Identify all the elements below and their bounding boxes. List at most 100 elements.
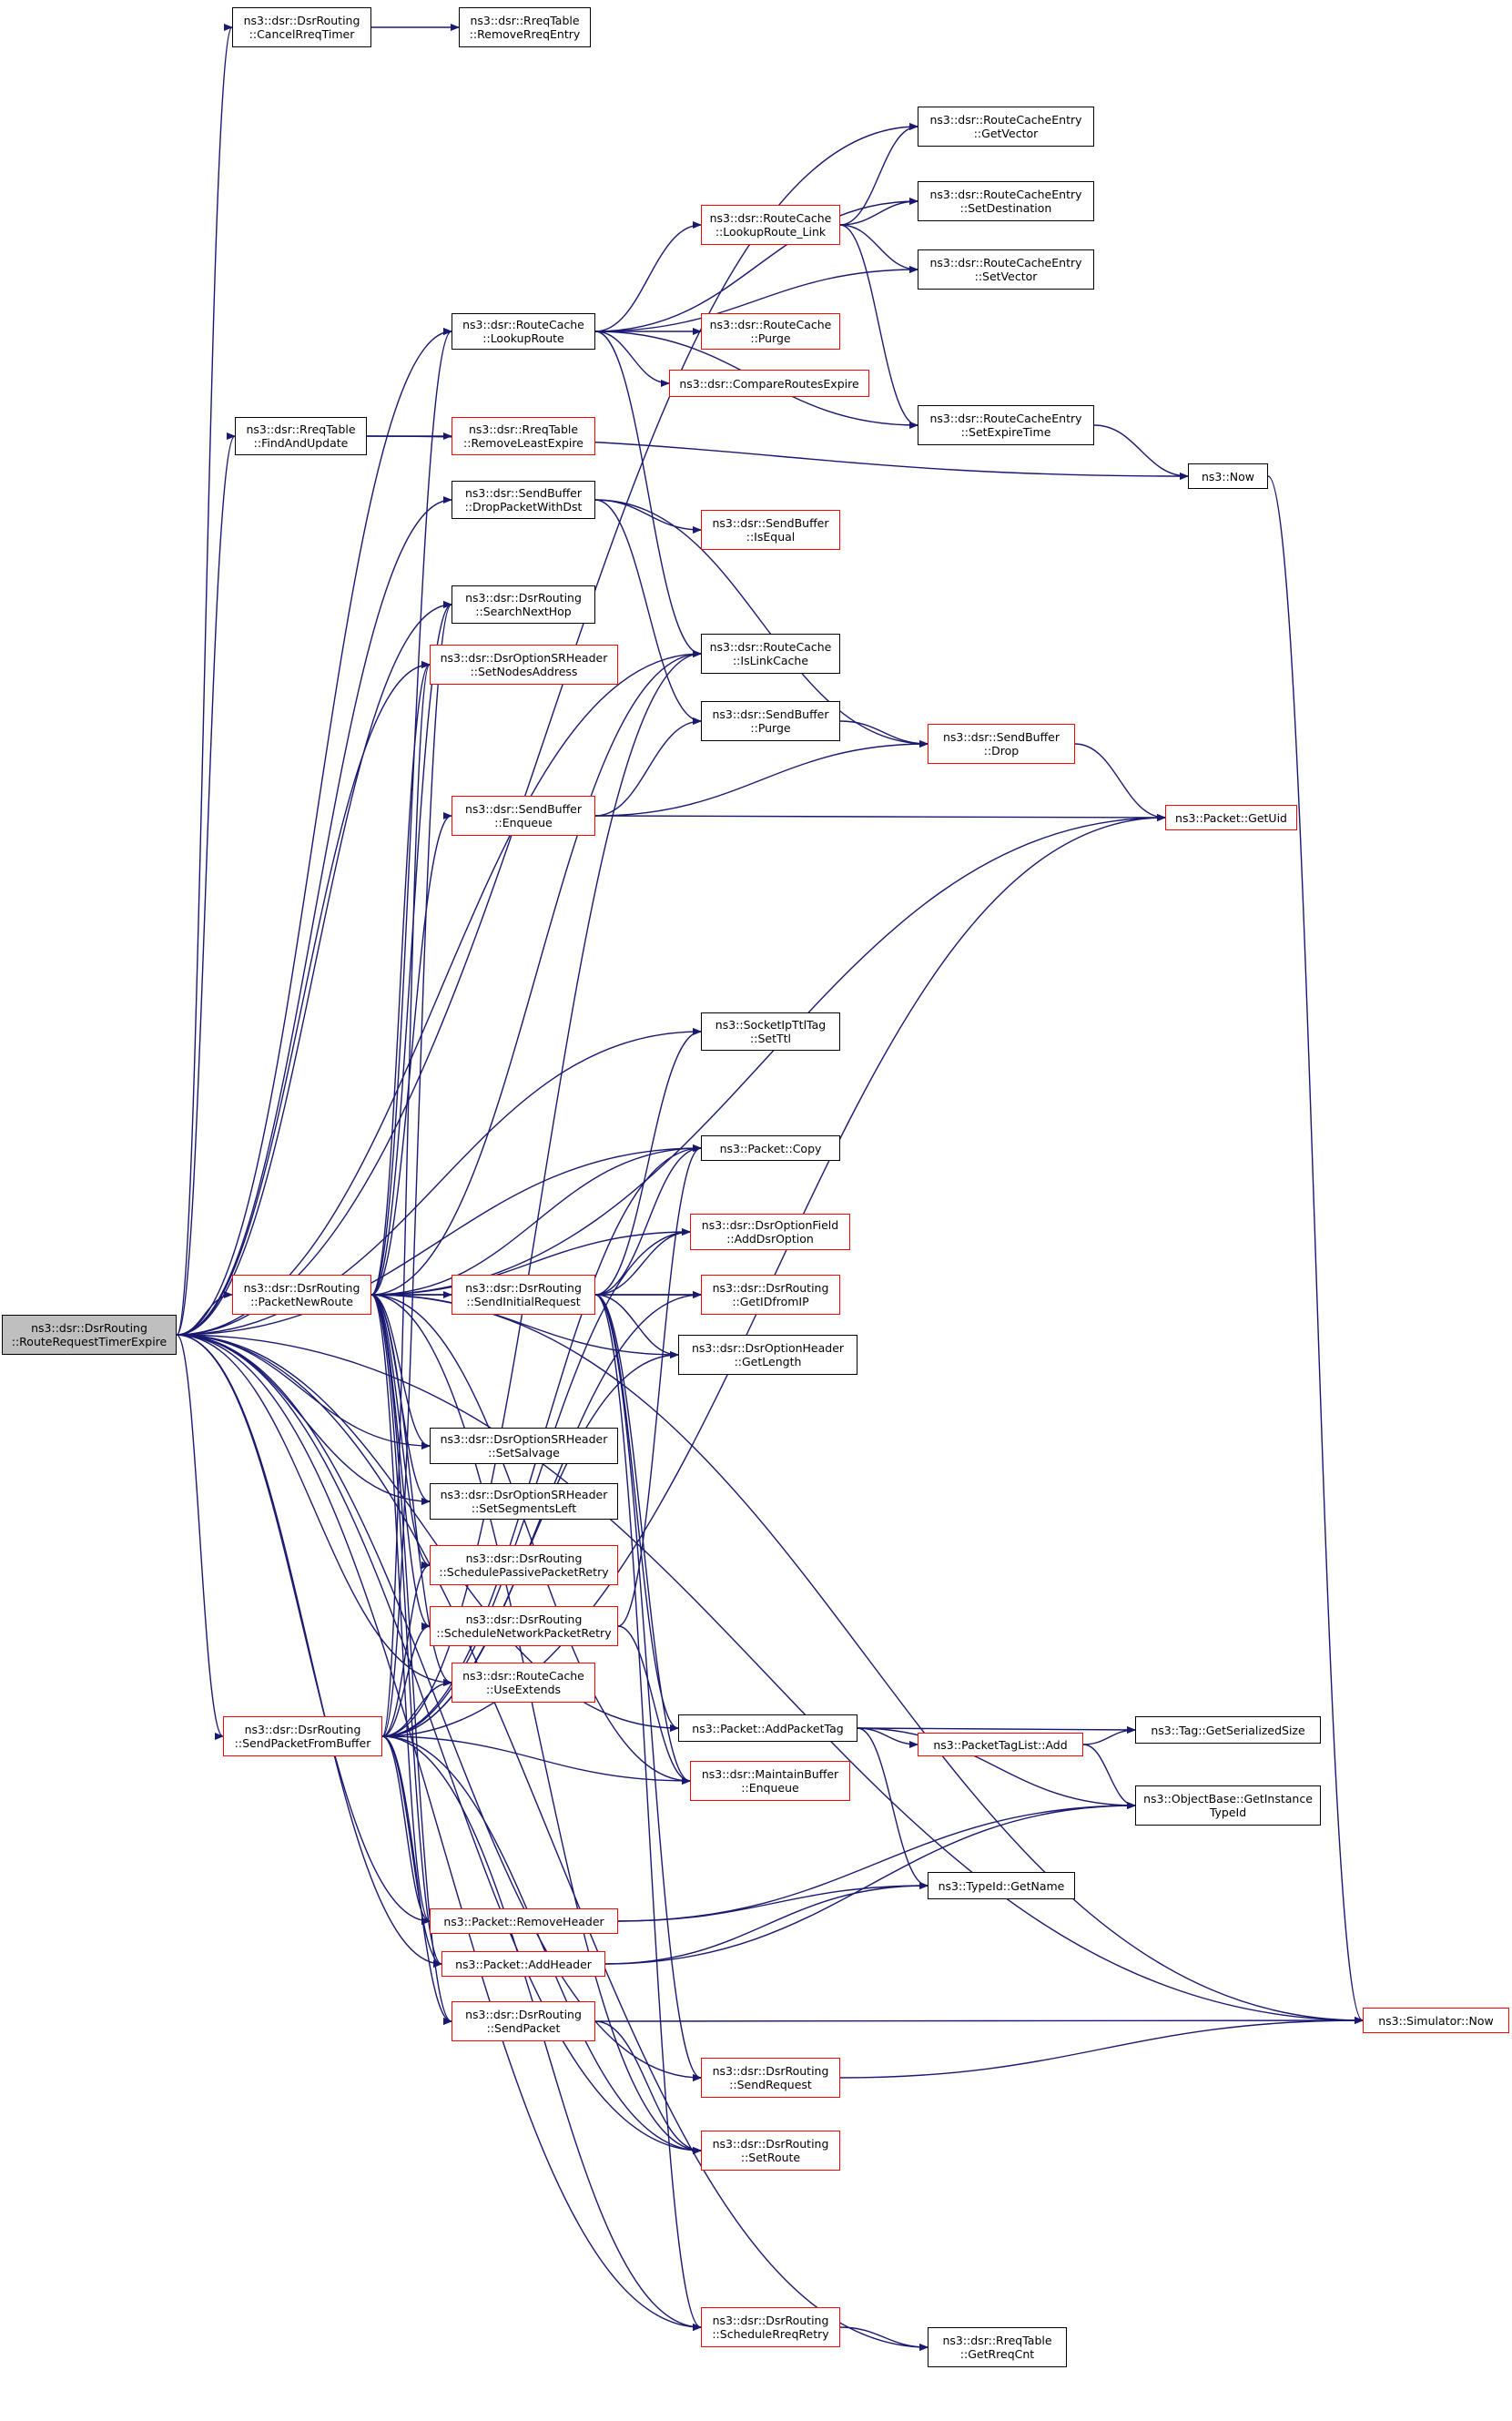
node-root[interactable]: ns3::dsr::DsrRouting::RouteRequestTimerE…: [2, 1315, 177, 1355]
node-label-line: ns3::dsr::SendBuffer: [464, 486, 583, 500]
node-setExpireTime[interactable]: ns3::dsr::RouteCacheEntry::SetExpireTime: [918, 405, 1094, 445]
node-removeLeastExpire[interactable]: ns3::dsr::RreqTable::RemoveLeastExpire: [452, 417, 595, 455]
node-simulatorNow[interactable]: ns3::Simulator::Now: [1363, 2008, 1509, 2033]
node-isEqual[interactable]: ns3::dsr::SendBuffer::IsEqual: [701, 510, 840, 550]
node-setSegmentsLeft[interactable]: ns3::dsr::DsrOptionSRHeader::SetSegments…: [430, 1483, 618, 1520]
node-label-line: ::GetIDfromIP: [732, 1295, 809, 1308]
node-getRreqCnt[interactable]: ns3::dsr::RreqTable::GetRreqCnt: [928, 2327, 1067, 2367]
node-sbEnqueue[interactable]: ns3::dsr::SendBuffer::Enqueue: [452, 796, 595, 836]
edge-sendInitialRequest-to-scheduleRreqRetry: [594, 1294, 702, 2331]
node-getName[interactable]: ns3::TypeId::GetName: [928, 1872, 1075, 1899]
node-setRoute[interactable]: ns3::dsr::DsrRouting::SetRoute: [701, 2131, 840, 2171]
node-scheduleRreqRetry[interactable]: ns3::dsr::DsrRouting::ScheduleRreqRetry: [701, 2307, 840, 2347]
edge-packetNewRoute-to-simulatorNow: [370, 1294, 1364, 2024]
node-getLength[interactable]: ns3::dsr::DsrOptionHeader::GetLength: [678, 1335, 857, 1375]
node-label-line: ns3::dsr::SendBuffer: [712, 516, 829, 530]
node-packetNewRoute[interactable]: ns3::dsr::DsrRouting::PacketNewRoute: [232, 1275, 371, 1315]
edge-packetTagListAdd-to-getInstanceTypeId: [1082, 1744, 1136, 1809]
node-sbDrop[interactable]: ns3::dsr::SendBuffer::Drop: [928, 724, 1075, 764]
node-sendRequest[interactable]: ns3::dsr::DsrRouting::SendRequest: [701, 2058, 840, 2098]
node-dropPacketWithDst[interactable]: ns3::dsr::SendBuffer::DropPacketWithDst: [452, 481, 595, 519]
node-label-line: ns3::dsr::CompareRoutesExpire: [679, 376, 859, 391]
node-label-line: ns3::dsr::SendBuffer: [712, 707, 829, 721]
node-setVector[interactable]: ns3::dsr::RouteCacheEntry::SetVector: [918, 249, 1094, 290]
node-label-line: ns3::PacketTagList::Add: [933, 1737, 1068, 1752]
edge-root-to-addHeader: [176, 1334, 442, 1968]
node-label-line: ns3::dsr::DsrOptionSRHeader: [440, 1488, 608, 1501]
node-label-line: ::SendRequest: [729, 2078, 812, 2091]
node-lookupRouteLink[interactable]: ns3::dsr::RouteCache::LookupRoute_Link: [701, 205, 840, 245]
edge-packetNewRoute-to-getUid: [370, 814, 1166, 1296]
node-setNodesAddress[interactable]: ns3::dsr::DsrOptionSRHeader::SetNodesAdd…: [430, 645, 618, 685]
node-now[interactable]: ns3::Now: [1188, 463, 1268, 489]
node-removeRreqEntry[interactable]: ns3::dsr::RreqTable::RemoveRreqEntry: [459, 7, 591, 47]
node-setSalvage[interactable]: ns3::dsr::DsrOptionSRHeader::SetSalvage: [430, 1428, 618, 1464]
edge-root-to-dropPacketWithDst: [176, 496, 452, 1336]
node-setTtl[interactable]: ns3::SocketIpTtlTag::SetTtl: [701, 1012, 840, 1051]
edge-packetNewRoute-to-sbEnqueue: [370, 812, 452, 1296]
edge-dropPacketWithDst-to-sbDrop: [594, 499, 929, 748]
edge-sendPacketFromBuffer-to-schedulePassive: [381, 1561, 431, 1737]
node-findAndUpdate[interactable]: ns3::dsr::RreqTable::FindAndUpdate: [235, 417, 367, 455]
node-searchNextHop[interactable]: ns3::dsr::DsrRouting::SearchNextHop: [452, 585, 595, 624]
edge-sendInitialRequest-to-maintainEnqueue: [594, 1294, 691, 1785]
node-label-line: ::RemoveLeastExpire: [463, 436, 583, 450]
node-getIDfromIP[interactable]: ns3::dsr::DsrRouting::GetIDfromIP: [701, 1275, 840, 1315]
node-label-line: ns3::dsr::SendBuffer: [464, 802, 583, 816]
node-rcPurge[interactable]: ns3::dsr::RouteCache::Purge: [701, 313, 840, 350]
node-label-line: ns3::dsr::RreqTable: [246, 422, 356, 436]
node-addPacketTag[interactable]: ns3::Packet::AddPacketTag: [678, 1714, 857, 1742]
node-label-line: ::SchedulePassivePacketRetry: [439, 1565, 609, 1579]
edge-addPacketTag-to-getName: [857, 1727, 929, 1889]
node-sendInitialRequest[interactable]: ns3::dsr::DsrRouting::SendInitialRequest: [452, 1275, 595, 1315]
node-label-line: ::IsLinkCache: [732, 654, 809, 667]
node-label-line: ns3::dsr::DsrRouting: [244, 1723, 361, 1736]
node-cancelRreqTimer[interactable]: ns3::dsr::DsrRouting::CancelRreqTimer: [232, 7, 371, 47]
edge-sendRequest-to-simulatorNow: [839, 2017, 1364, 2079]
node-getVector[interactable]: ns3::dsr::RouteCacheEntry::GetVector: [918, 107, 1094, 147]
node-label-line: ::SearchNextHop: [475, 605, 572, 618]
edge-packetNewRoute-to-setNodesAddress: [370, 661, 431, 1296]
edge-lookupRouteLink-to-setVector: [839, 224, 918, 273]
edge-root-to-sendPacketFromBuffer: [176, 1334, 224, 1740]
node-label-line: ::SetNodesAddress: [470, 665, 578, 678]
node-getSerializedSize[interactable]: ns3::Tag::GetSerializedSize: [1135, 1716, 1321, 1744]
node-sendPacket[interactable]: ns3::dsr::DsrRouting::SendPacket: [452, 2001, 595, 2041]
node-setDestination[interactable]: ns3::dsr::RouteCacheEntry::SetDestinatio…: [918, 181, 1094, 221]
node-label-line: ns3::dsr::RouteCache: [462, 318, 584, 331]
edge-lookupRouteLink-to-getVector: [839, 123, 918, 226]
node-label-line: ns3::TypeId::GetName: [938, 1878, 1065, 1893]
node-removeHeader[interactable]: ns3::Packet::RemoveHeader: [430, 1908, 618, 1934]
node-packetCopy[interactable]: ns3::Packet::Copy: [701, 1135, 840, 1161]
node-useExtends[interactable]: ns3::dsr::RouteCache::UseExtends: [452, 1663, 595, 1703]
node-label-line: ns3::dsr::DsrRouting: [712, 2314, 829, 2327]
edge-lookupRouteLink-to-setExpireTime: [839, 224, 918, 429]
node-packetTagListAdd[interactable]: ns3::PacketTagList::Add: [918, 1733, 1083, 1756]
node-lookupRoute[interactable]: ns3::dsr::RouteCache::LookupRoute: [452, 313, 595, 350]
edge-dropPacketWithDst-to-isEqual: [594, 499, 702, 534]
edge-packetNewRoute-to-setRoute: [370, 1294, 702, 2154]
node-addHeader[interactable]: ns3::Packet::AddHeader: [441, 1951, 605, 1977]
edge-root-to-getRreqCnt: [176, 1334, 929, 2351]
node-label-line: ns3::Packet::GetUid: [1175, 810, 1287, 825]
node-scheduleNetwork[interactable]: ns3::dsr::DsrRouting::ScheduleNetworkPac…: [430, 1606, 618, 1646]
node-getUid[interactable]: ns3::Packet::GetUid: [1165, 805, 1297, 830]
edge-sendInitialRequest-to-packetCopy: [594, 1144, 702, 1296]
node-isLinkCache[interactable]: ns3::dsr::RouteCache::IsLinkCache: [701, 634, 840, 674]
node-label-line: ns3::dsr::RreqTable: [942, 2334, 1052, 2347]
edge-sendInitialRequest-to-setTtl: [594, 1028, 702, 1296]
node-label-line: ::AddDsrOption: [726, 1232, 814, 1246]
node-schedulePassive[interactable]: ns3::dsr::DsrRouting::SchedulePassivePac…: [430, 1545, 618, 1585]
edge-root-to-setNodesAddress: [176, 661, 431, 1336]
node-sendPacketFromBuffer[interactable]: ns3::dsr::DsrRouting::SendPacketFromBuff…: [223, 1716, 382, 1756]
node-compareRoutesExpire[interactable]: ns3::dsr::CompareRoutesExpire: [669, 370, 869, 397]
edge-lookupRoute-to-setVector: [594, 266, 918, 332]
node-maintainEnqueue[interactable]: ns3::dsr::MaintainBuffer::Enqueue: [690, 1761, 850, 1801]
node-addDsrOption[interactable]: ns3::dsr::DsrOptionField::AddDsrOption: [690, 1214, 850, 1250]
node-label-line: ::DropPacketWithDst: [464, 500, 583, 514]
edge-scheduleRreqRetry-to-getRreqCnt: [839, 2326, 929, 2351]
node-label-line: ns3::dsr::RouteCacheEntry: [929, 188, 1082, 201]
node-sbPurge[interactable]: ns3::dsr::SendBuffer::Purge: [701, 701, 840, 741]
